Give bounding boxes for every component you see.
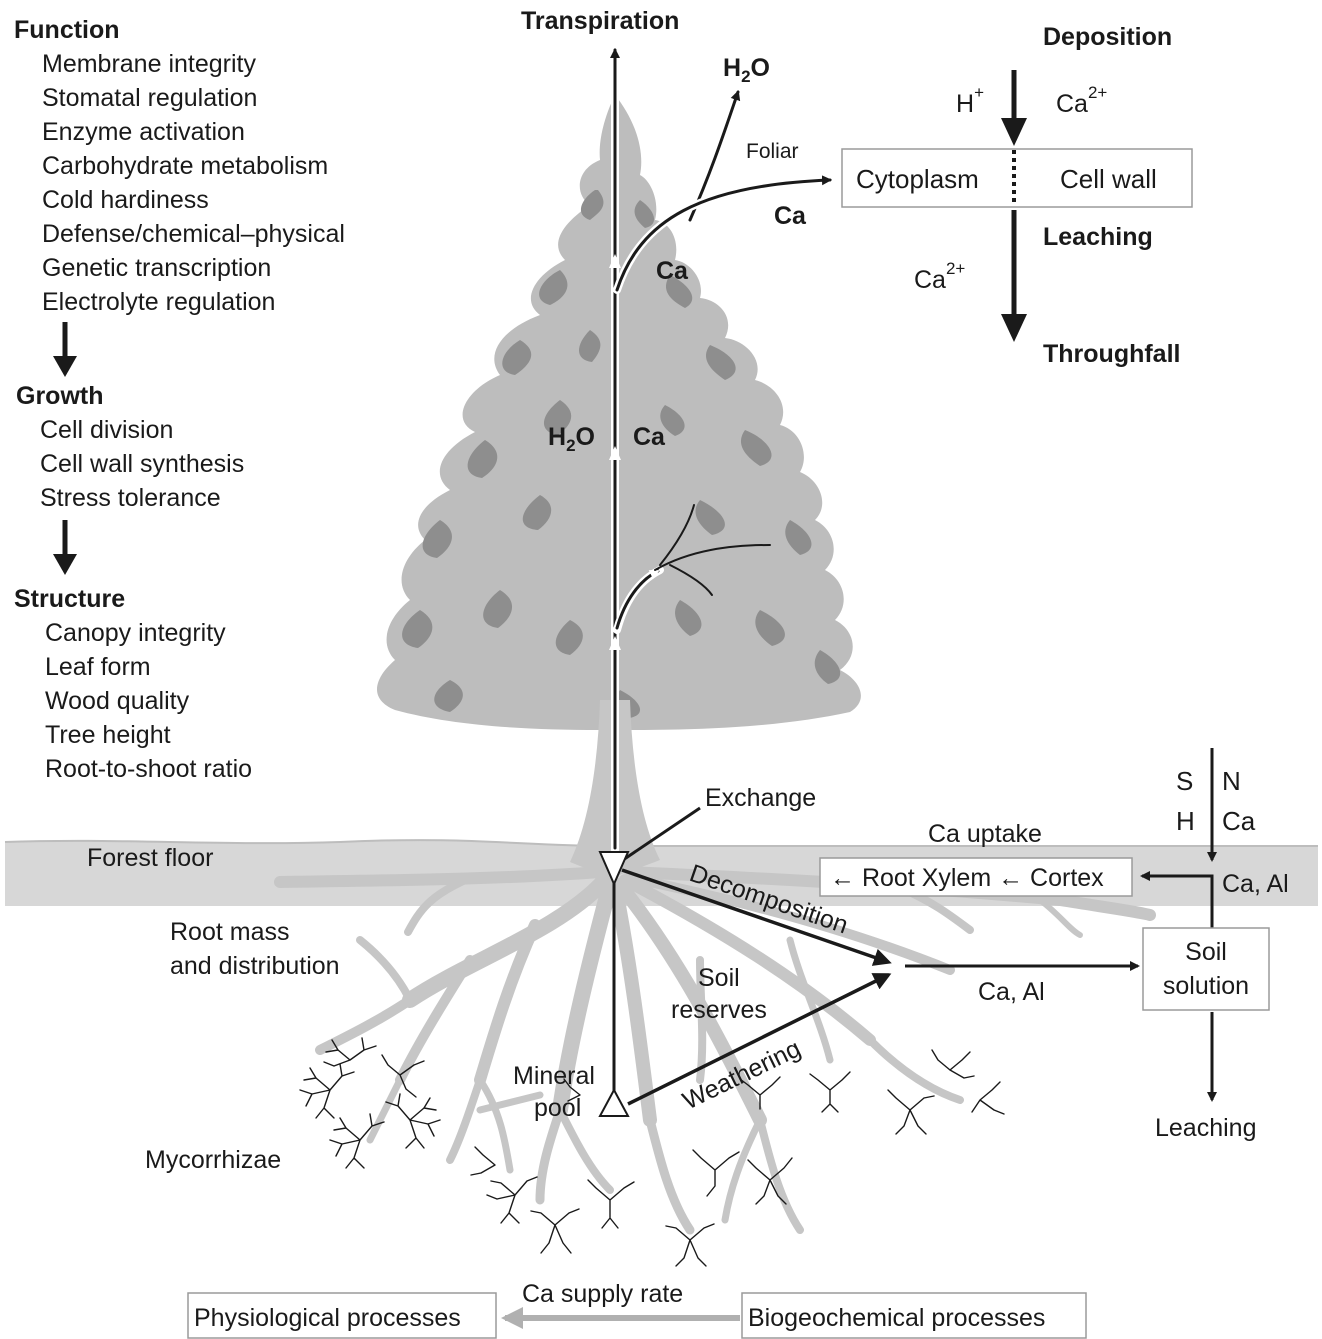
foliar-label: Foliar: [746, 140, 799, 163]
forest-floor-label: Forest floor: [87, 844, 213, 872]
ca-mid-label: Ca: [633, 423, 666, 451]
structure-item: Wood quality: [45, 687, 190, 715]
cell-wall-label: Cell wall: [1060, 164, 1157, 194]
ca-al-lower-label: Ca, Al: [978, 978, 1045, 1006]
ca-uptake-label: Ca uptake: [928, 820, 1042, 848]
soil-reserves-label: Soil: [698, 964, 740, 992]
cytoplasm-label: Cytoplasm: [856, 164, 979, 194]
left-panel-arrows: [53, 322, 77, 575]
mineral-pool-label: Mineral: [513, 1062, 595, 1090]
h-plus-label: H+: [956, 83, 984, 118]
ca-in-label: Ca2+: [1056, 83, 1107, 118]
mycorrhizae-label: Mycorrhizae: [145, 1146, 281, 1174]
soil-solution-label: solution: [1163, 972, 1249, 1000]
function-item: Carbohydrate metabolism: [42, 152, 328, 180]
structure-item: Leaf form: [45, 653, 151, 681]
h2o-top-label: H2O: [723, 54, 770, 86]
function-heading: Function: [14, 16, 120, 44]
growth-heading: Growth: [16, 382, 104, 410]
function-item: Genetic transcription: [42, 254, 271, 282]
mineral-pool-label: pool: [534, 1094, 581, 1122]
function-item: Cold hardiness: [42, 186, 209, 214]
deposition-heading: Deposition: [1043, 23, 1172, 51]
n-label: N: [1222, 766, 1241, 796]
exchange-label: Exchange: [705, 784, 816, 812]
h-label: H: [1176, 806, 1195, 836]
function-item: Electrolyte regulation: [42, 288, 275, 316]
ca-al-upper-label: Ca, Al: [1222, 870, 1289, 898]
structure-heading: Structure: [14, 585, 125, 613]
function-item: Membrane integrity: [42, 50, 256, 78]
structure-item: Canopy integrity: [45, 619, 226, 647]
function-item: Stomatal regulation: [42, 84, 257, 112]
ca-out-label: Ca2+: [914, 259, 965, 294]
root-xylem-cortex-label: ← Root Xylem ← Cortex: [830, 864, 1104, 892]
root-mass-label: and distribution: [170, 952, 340, 980]
ca-foliar-label: Ca: [774, 202, 807, 230]
soil-solution-label: Soil: [1185, 938, 1227, 966]
function-item: Enzyme activation: [42, 118, 245, 146]
function-item: Defense/chemical–physical: [42, 220, 345, 248]
root-mass-label: Root mass: [170, 918, 289, 946]
s-label: S: [1176, 766, 1193, 796]
ca-label: Ca: [1222, 806, 1256, 836]
soil-leaching-label: Leaching: [1155, 1114, 1256, 1142]
growth-item: Cell wall synthesis: [40, 450, 244, 478]
mineral-pool-triangle: [600, 1090, 628, 1116]
ca-stem-label: Ca: [656, 257, 689, 285]
growth-item: Stress tolerance: [40, 484, 221, 512]
throughfall-heading: Throughfall: [1043, 340, 1180, 368]
leaching-heading: Leaching: [1043, 223, 1153, 251]
structure-item: Root-to-shoot ratio: [45, 755, 252, 783]
soil-reserves-label: reserves: [671, 996, 767, 1024]
growth-item: Cell division: [40, 416, 173, 444]
physiological-processes-label: Physiological processes: [194, 1304, 461, 1332]
transpiration-label: Transpiration: [521, 7, 679, 35]
structure-item: Tree height: [45, 721, 171, 749]
ca-supply-rate-label: Ca supply rate: [522, 1280, 683, 1308]
biogeochemical-processes-label: Biogeochemical processes: [748, 1304, 1045, 1332]
